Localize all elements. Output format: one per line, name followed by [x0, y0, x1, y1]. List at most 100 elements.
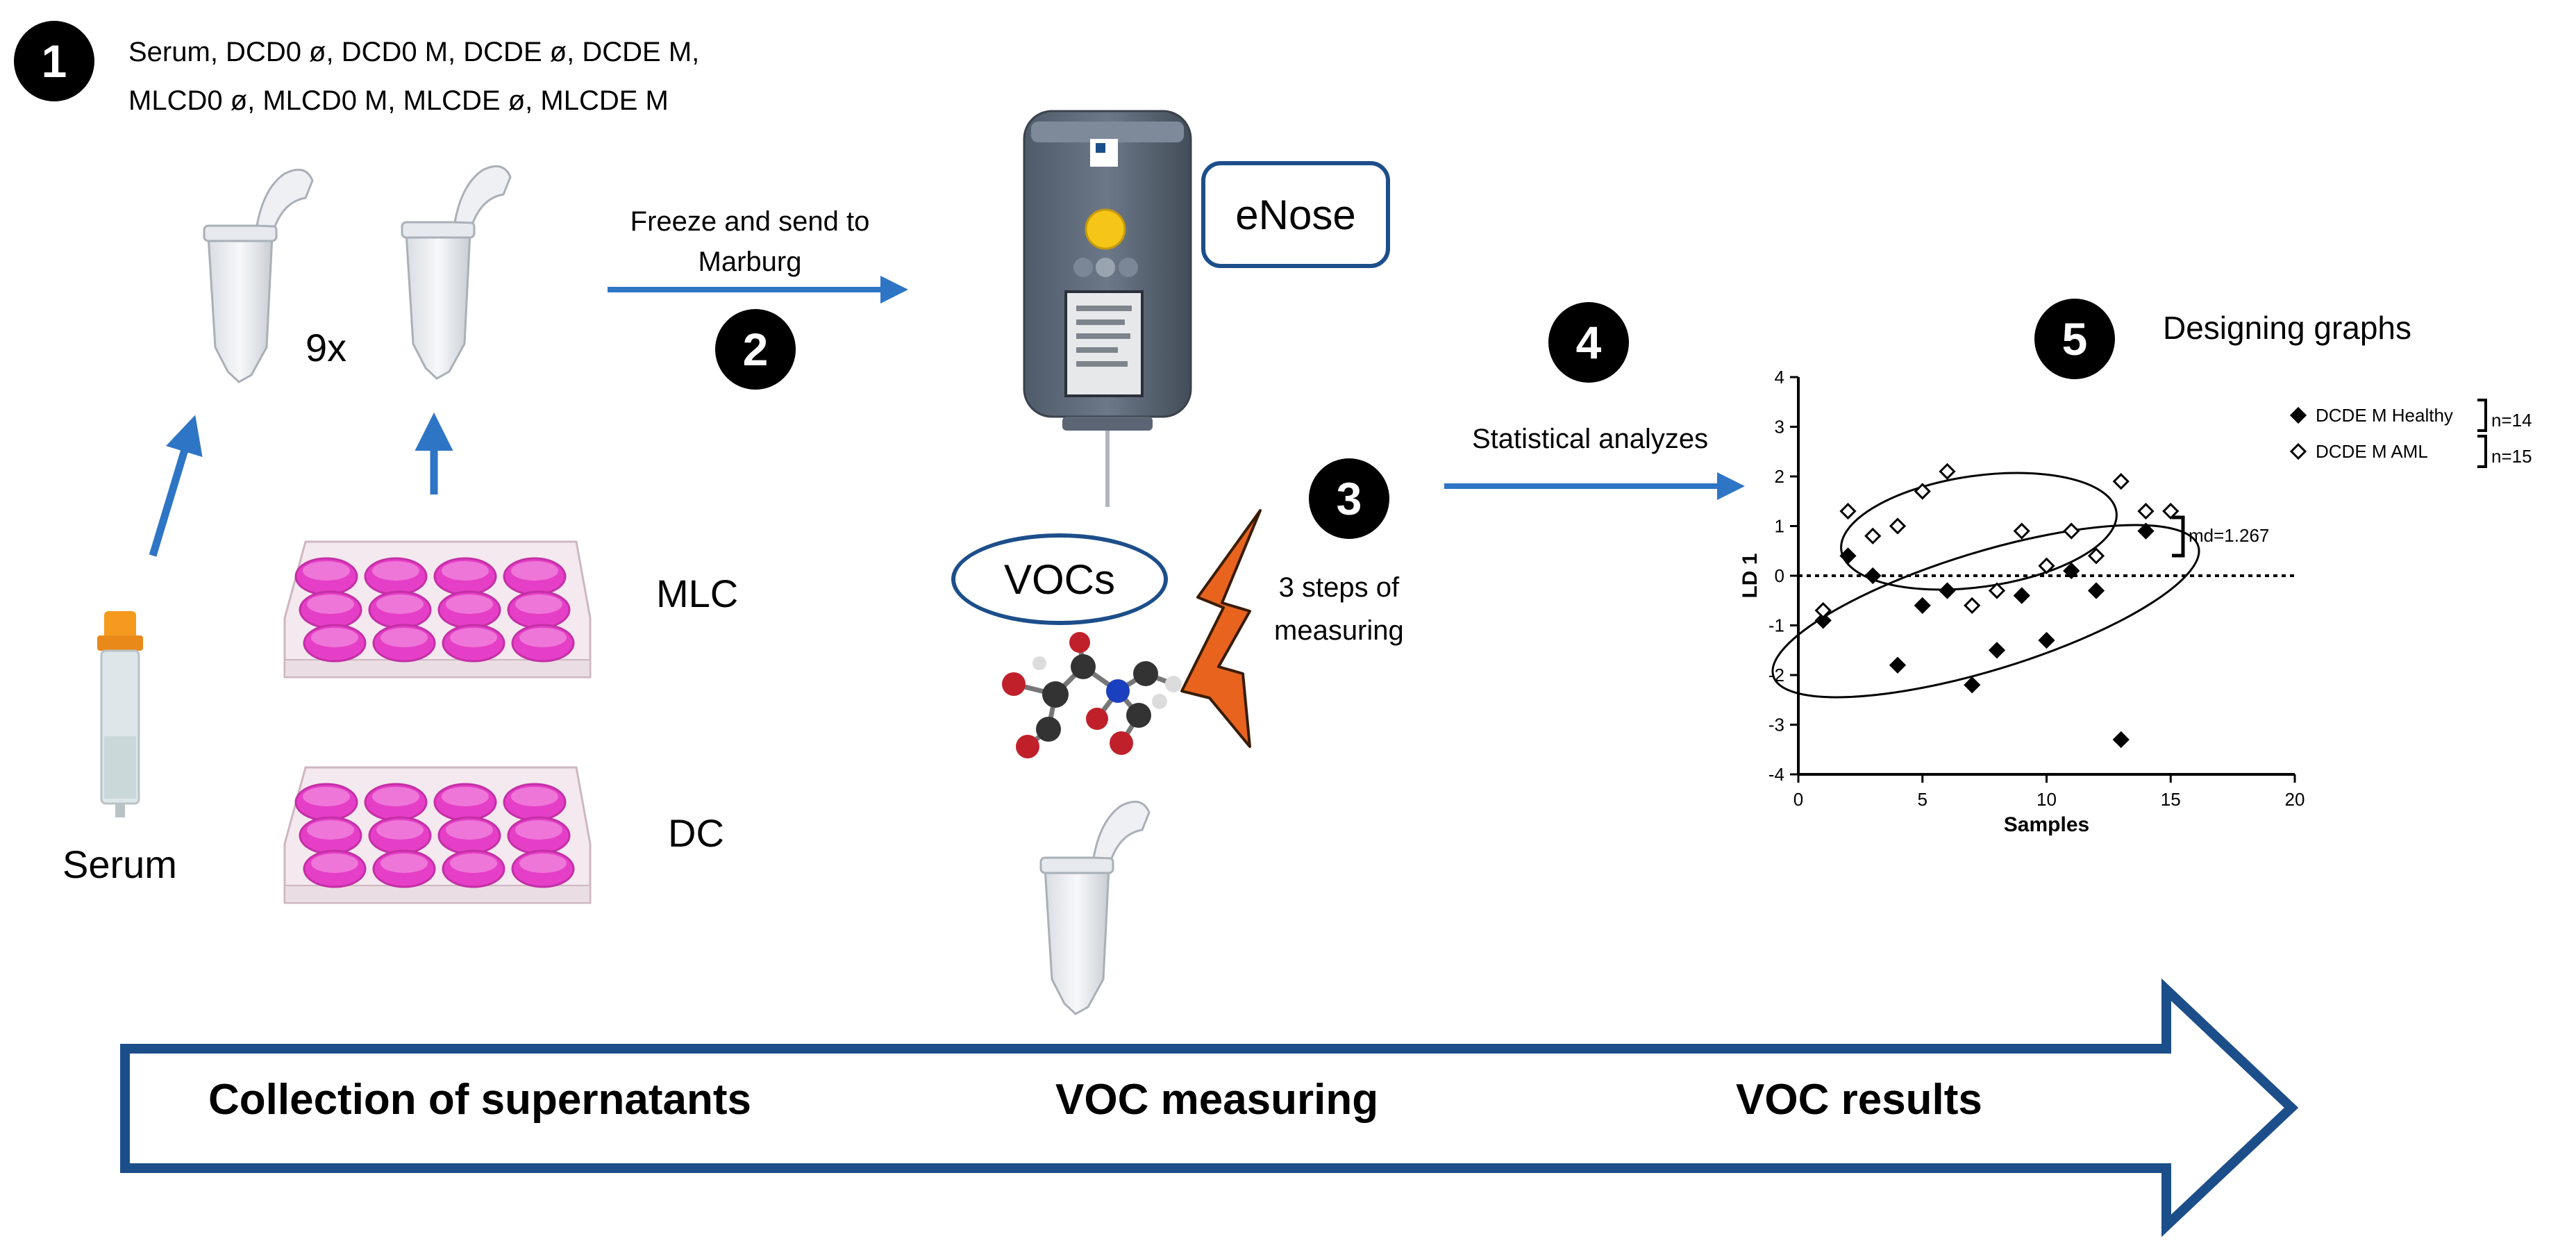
lightning-icon: [1180, 509, 1262, 748]
aml-data-point: [1814, 601, 1832, 619]
sample-list-line-1: Serum, DCD0 ø, DCD0 M, DCDE ø, DCDE M,: [128, 37, 700, 67]
enose-label: eNose: [1235, 191, 1356, 238]
healthy-data-point: [2013, 587, 2030, 604]
banner-results-label: VOC results: [1736, 1076, 1982, 1124]
culture-well-highlight: [511, 787, 558, 806]
legend-label: DCDE M AML: [2316, 441, 2428, 462]
vocs-label: VOCs: [1003, 556, 1116, 603]
culture-well-highlight: [515, 594, 562, 614]
culture-well-highlight: [515, 820, 562, 840]
measuring-line-2: measuring: [1274, 615, 1404, 646]
aml-data-point: [1964, 597, 1981, 615]
designing-graphs-label: Designing graphs: [2163, 310, 2412, 346]
vocs-oval: VOCs: [951, 533, 1168, 625]
healthy-data-point: [1988, 642, 2006, 659]
culture-well-highlight: [311, 854, 358, 873]
culture-well-highlight: [376, 594, 424, 614]
y-tick-label: 3: [1775, 417, 1784, 438]
healthy-data-point: [2063, 562, 2080, 579]
legend-bracket: [2477, 399, 2487, 432]
healthy-data-point: [1914, 597, 1931, 615]
culture-well-highlight: [519, 854, 567, 873]
culture-well-highlight: [442, 787, 489, 806]
aml-data-point: [2162, 502, 2180, 520]
x-tick-label: 10: [2036, 789, 2057, 810]
culture-well-highlight: [372, 787, 419, 806]
legend-count: n=15: [2491, 446, 2532, 467]
enose-box: eNose: [1201, 161, 1390, 268]
culture-well-highlight: [450, 628, 497, 647]
measuring-line-1: 3 steps of: [1278, 572, 1400, 603]
banner-measuring-label: VOC measuring: [1055, 1076, 1379, 1124]
md-bracket: [2172, 515, 2185, 558]
freeze-send-line-1: Freeze and send to: [630, 206, 870, 237]
y-tick-label: 2: [1775, 466, 1784, 487]
aml-data-point: [1889, 517, 1907, 535]
arrow-serum-to-tube1: [149, 415, 203, 557]
healthy-data-point: [2038, 631, 2055, 649]
healthy-data-point: [2112, 731, 2130, 749]
culture-well-highlight: [511, 561, 558, 581]
healthy-data-point: [1964, 676, 1981, 694]
culture-well-highlight: [311, 628, 358, 647]
times-label: 9x: [306, 326, 347, 369]
healthy-cluster-ellipse: [1771, 524, 2200, 699]
culture-well-highlight: [519, 628, 567, 647]
culture-well-highlight: [380, 628, 428, 647]
culture-well-highlight: [372, 561, 419, 581]
aml-data-point: [1839, 502, 1857, 520]
culture-well-highlight: [442, 561, 489, 581]
aml-cluster-ellipse: [1840, 472, 2118, 591]
aml-data-point: [1914, 483, 1931, 500]
freeze-send-label: Freeze and send to Marburg: [611, 201, 889, 282]
aml-data-point: [2063, 522, 2080, 540]
legend-bracket: [2477, 435, 2487, 468]
aml-data-point: [2013, 522, 2030, 540]
aml-data-point: [2112, 473, 2130, 490]
culture-well-highlight: [307, 820, 354, 840]
healthy-data-point: [1939, 582, 1956, 599]
x-tick-label: 0: [1793, 789, 1803, 810]
y-axis-title: LD 1: [1739, 553, 1762, 598]
culture-well-highlight: [380, 854, 428, 873]
enose-device-icon: [1023, 110, 1192, 507]
step-3-badge: 3: [1309, 458, 1389, 539]
healthy-data-point: [1839, 547, 1857, 565]
dc-label: DC: [668, 811, 724, 855]
healthy-data-point: [1889, 656, 1907, 674]
aml-data-point: [2087, 547, 2105, 565]
x-tick-label: 15: [2161, 789, 2181, 810]
legend-marker: [2289, 406, 2307, 424]
culture-well-highlight: [450, 854, 497, 873]
culture-well-highlight: [303, 561, 350, 581]
serum-label: Serum: [62, 842, 177, 886]
step-5-badge: 5: [2034, 299, 2115, 379]
aml-data-point: [1988, 582, 2006, 599]
step-1-badge: 1: [14, 21, 94, 101]
culture-well-highlight: [307, 594, 354, 614]
aml-data-point: [1939, 463, 1956, 480]
x-tick-label: 5: [1918, 789, 1927, 810]
eppendorf-tube-icon: [401, 165, 512, 380]
y-tick-label: 0: [1775, 565, 1784, 586]
culture-well-highlight: [446, 594, 493, 614]
legend-label: DCDE M Healthy: [2316, 405, 2453, 426]
sample-list: Serum, DCD0 ø, DCD0 M, DCDE ø, DCDE M, M…: [128, 28, 699, 125]
step-2-badge: 2: [715, 309, 796, 390]
process-banner-arrow: [120, 978, 2299, 1238]
healthy-data-point: [2087, 582, 2105, 599]
culture-well-highlight: [303, 787, 350, 806]
statistics-label: Statistical analyzes: [1472, 424, 1709, 454]
aml-data-point: [2038, 557, 2055, 574]
healthy-data-point: [2137, 522, 2155, 540]
culture-well-highlight: [446, 820, 493, 840]
eppendorf-tube-icon: [203, 168, 314, 383]
serum-tube-icon: [97, 611, 143, 817]
y-tick-label: -1: [1768, 615, 1784, 636]
measuring-label: 3 steps of measuring: [1274, 566, 1404, 652]
y-tick-label: -3: [1768, 715, 1784, 735]
molecule-icon: [1002, 632, 1182, 758]
step-4-badge: 4: [1548, 302, 1629, 383]
